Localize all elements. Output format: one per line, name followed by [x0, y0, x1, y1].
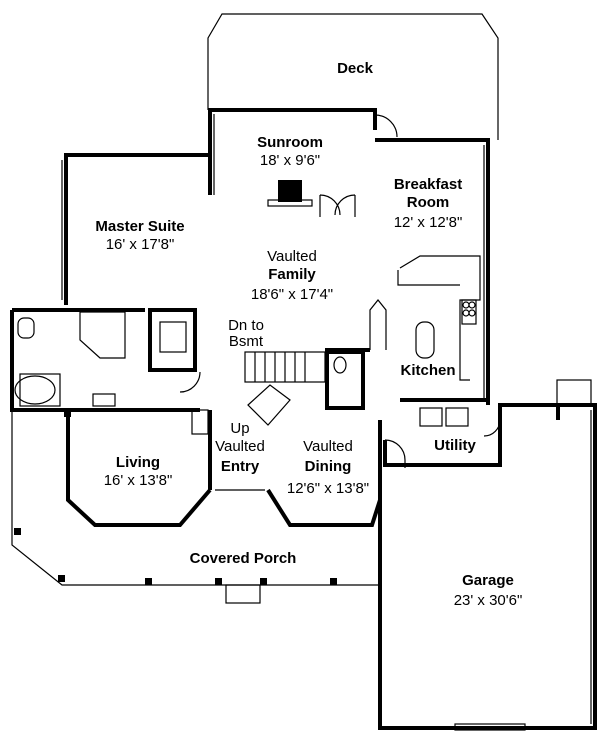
porch-label: Covered Porch	[190, 550, 297, 567]
living-label: Living	[116, 454, 160, 471]
garage-size: 23' x 30'6"	[454, 592, 523, 609]
family-prefix: Vaulted	[267, 248, 317, 265]
entry-label: Entry	[221, 458, 260, 475]
dining-size: 12'6" x 13'8"	[287, 480, 369, 497]
kitchen-walls	[369, 138, 490, 427]
master-suite-size: 16' x 17'8"	[106, 236, 175, 253]
kitchen-label: Kitchen	[400, 362, 455, 379]
dining-label: Dining	[305, 458, 352, 475]
covered-porch	[11, 409, 380, 604]
stairs-down-label-1: Dn to	[228, 317, 264, 334]
deck	[207, 13, 499, 140]
sunroom-size: 18' x 9'6"	[260, 152, 320, 169]
breakfast-label-2: Room	[407, 194, 450, 211]
master-suite-label: Master Suite	[95, 218, 184, 235]
deck-label: Deck	[337, 60, 374, 77]
dining-prefix: Vaulted	[303, 438, 353, 455]
sunroom-label: Sunroom	[257, 134, 323, 151]
stairs-down-label-2: Bsmt	[229, 333, 264, 350]
breakfast-size: 12' x 12'8"	[394, 214, 463, 231]
family-label: Family	[268, 266, 316, 283]
living-size: 16' x 13'8"	[104, 472, 173, 489]
entry-prefix: Vaulted	[215, 438, 265, 455]
utility-walls	[383, 403, 560, 468]
garage-walls	[378, 379, 597, 731]
family-size: 18'6" x 17'4"	[251, 286, 333, 303]
breakfast-label-1: Breakfast	[394, 176, 462, 193]
staircase	[244, 348, 370, 426]
garage-label: Garage	[462, 572, 514, 589]
master-suite-walls	[10, 153, 212, 412]
sunroom-walls	[208, 108, 398, 217]
utility-label: Utility	[434, 437, 476, 454]
stairs-up-label: Up	[230, 420, 249, 437]
